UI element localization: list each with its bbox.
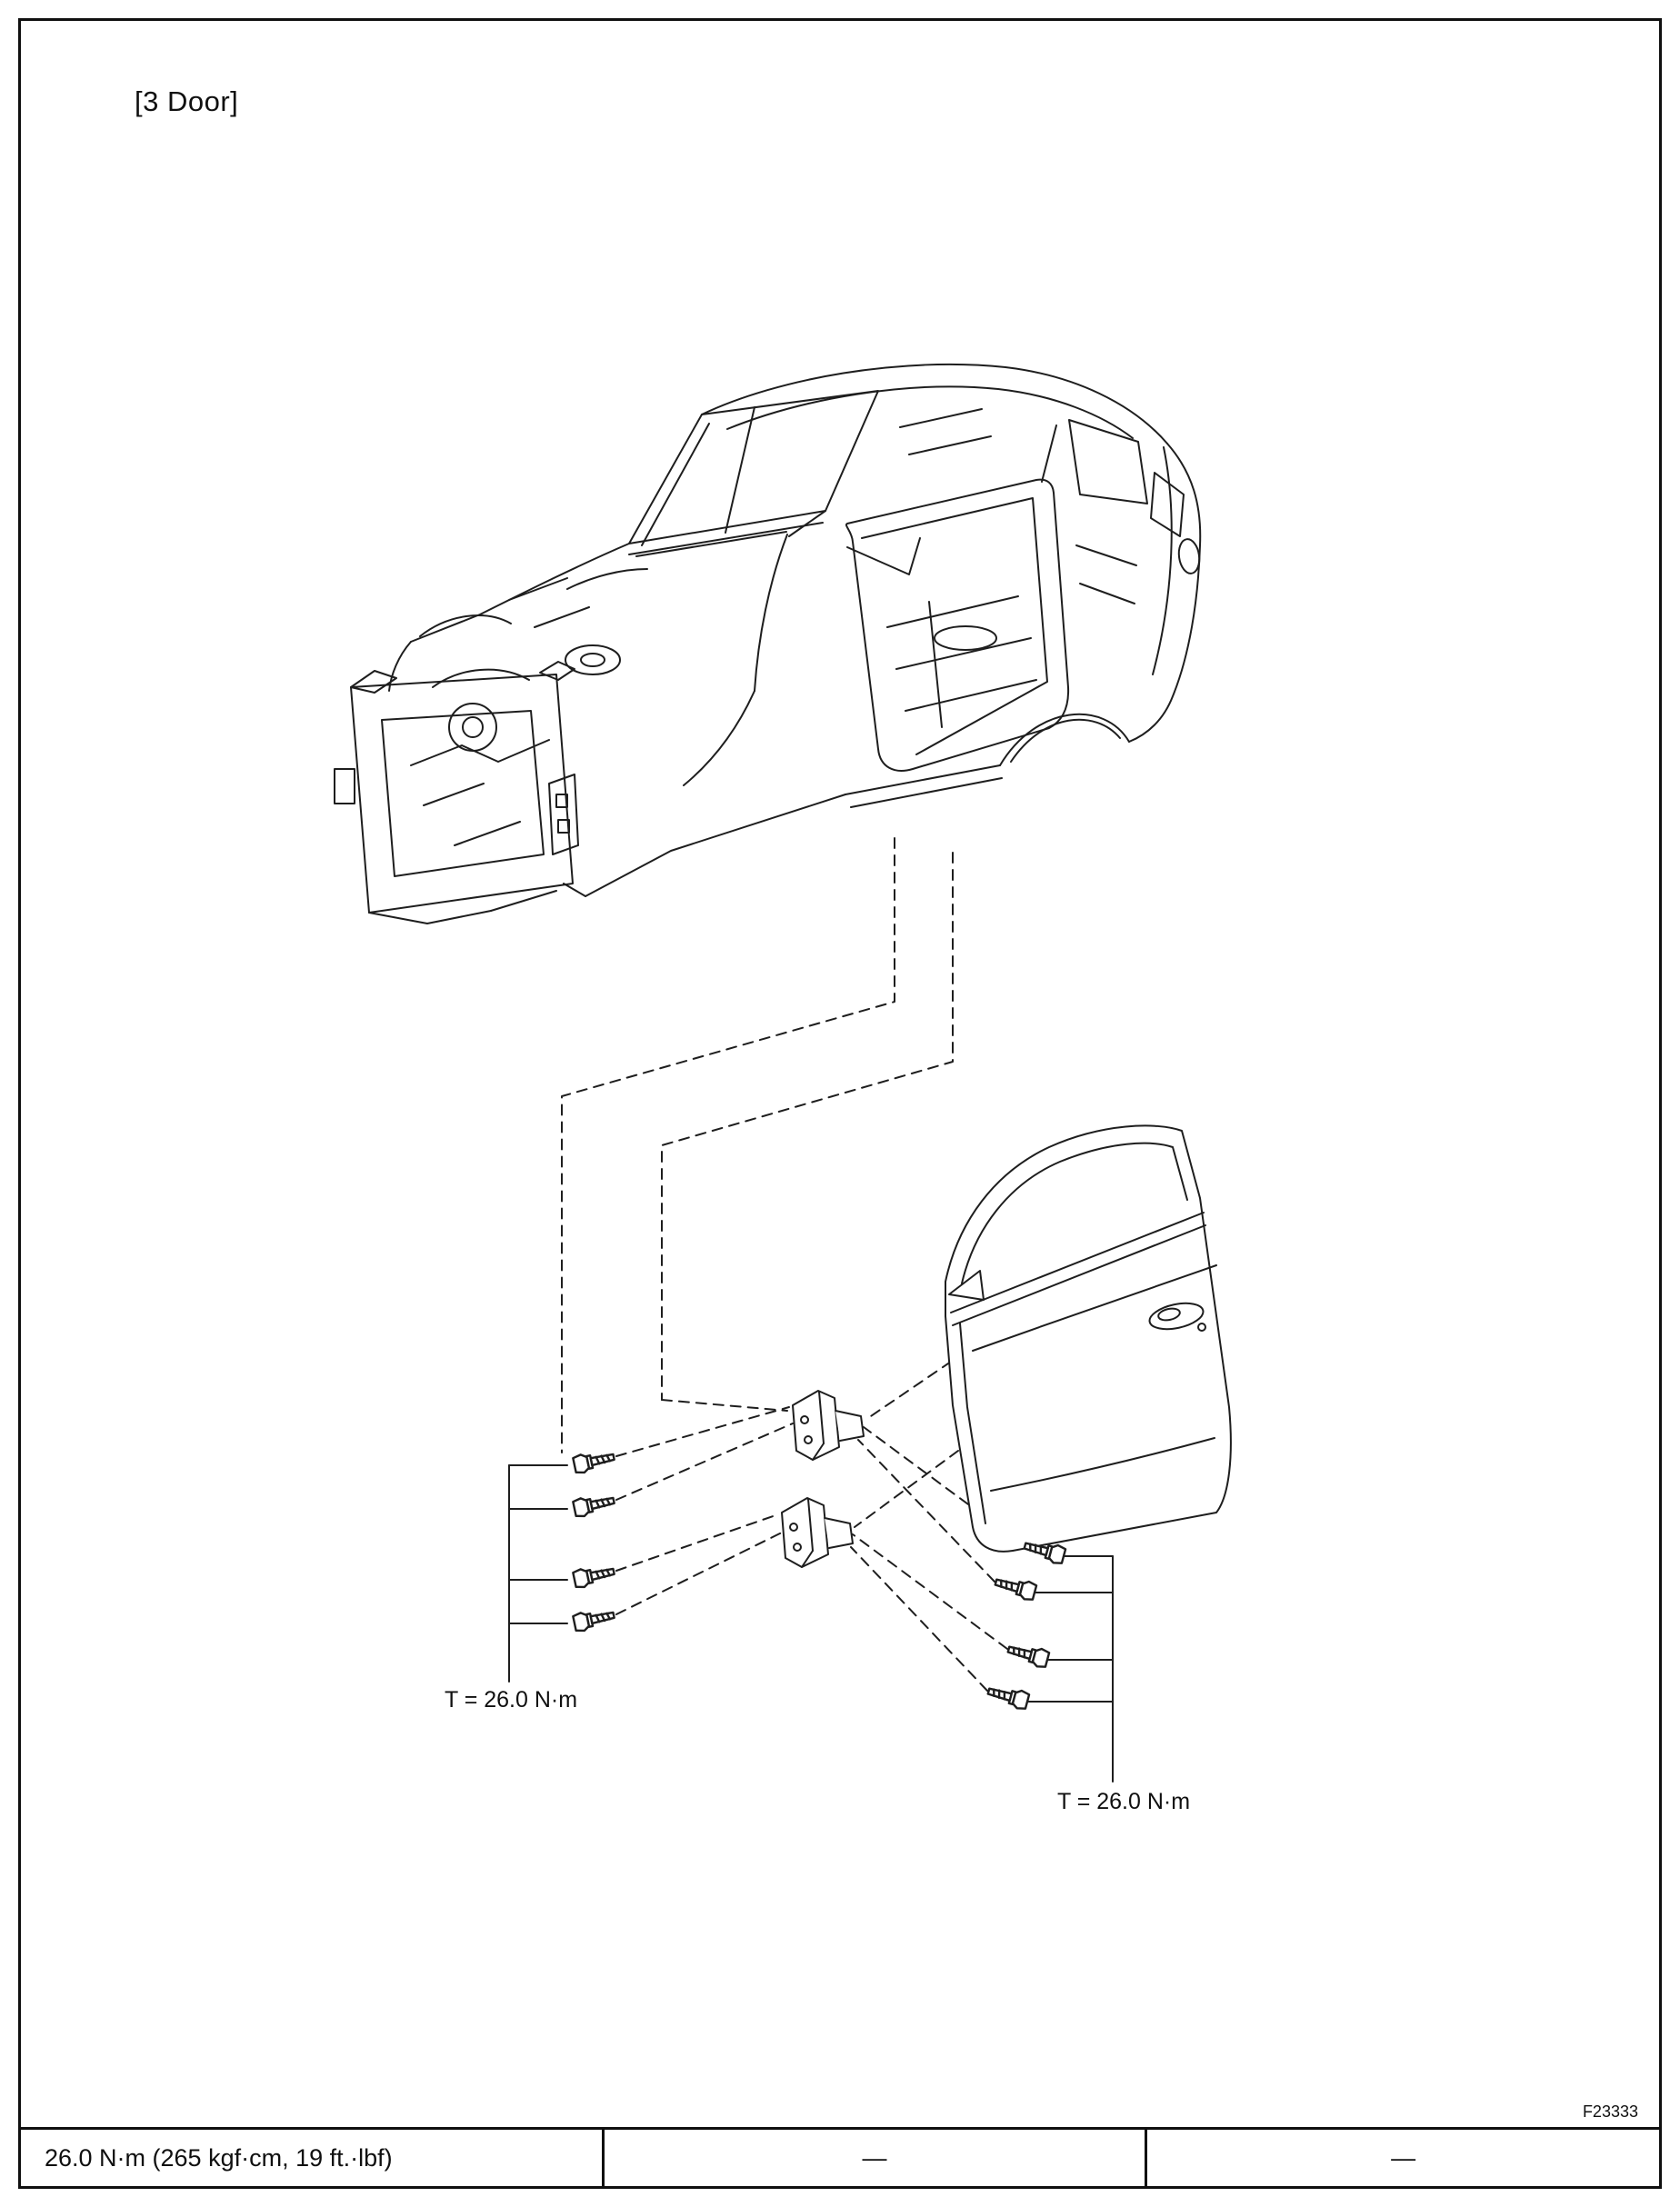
bolt-icon	[571, 1561, 617, 1590]
bolt-icon	[571, 1446, 617, 1475]
bolt-icon	[992, 1572, 1038, 1603]
car-body-shell-illustration	[334, 363, 1202, 924]
door-hinge-lower	[781, 1497, 854, 1568]
bolt-icon	[571, 1604, 617, 1633]
front-door-panel-illustration	[945, 1124, 1232, 1553]
door-hinge-upper	[792, 1390, 865, 1461]
bolt-icon	[571, 1490, 617, 1519]
figure-code: F23333	[1582, 2102, 1638, 2121]
hinge-bolts-left	[571, 1446, 617, 1633]
spec-empty-cell: —	[601, 2130, 1145, 2186]
spec-empty-cell: —	[1145, 2130, 1659, 2186]
torque-leader-left	[508, 1464, 568, 1683]
torque-leader-right	[1026, 1555, 1114, 1783]
alignment-dashed-lines	[561, 837, 1025, 1692]
hinge-bolts-right	[985, 1535, 1067, 1712]
torque-callout-right: T = 26.0 N·m	[1056, 1789, 1191, 1814]
torque-spec-cell: 26.0 N·m (265 kgf·cm, 19 ft.·lbf)	[45, 2143, 393, 2172]
bolt-icon	[985, 1681, 1031, 1712]
variant-label: [3 Door]	[135, 85, 239, 117]
torque-spec-table: 26.0 N·m (265 kgf·cm, 19 ft.·lbf) — —	[21, 2127, 1659, 2186]
page-border	[18, 18, 1662, 2189]
torque-callout-left: T = 26.0 N·m	[444, 1687, 578, 1713]
bolt-icon	[1005, 1639, 1051, 1670]
